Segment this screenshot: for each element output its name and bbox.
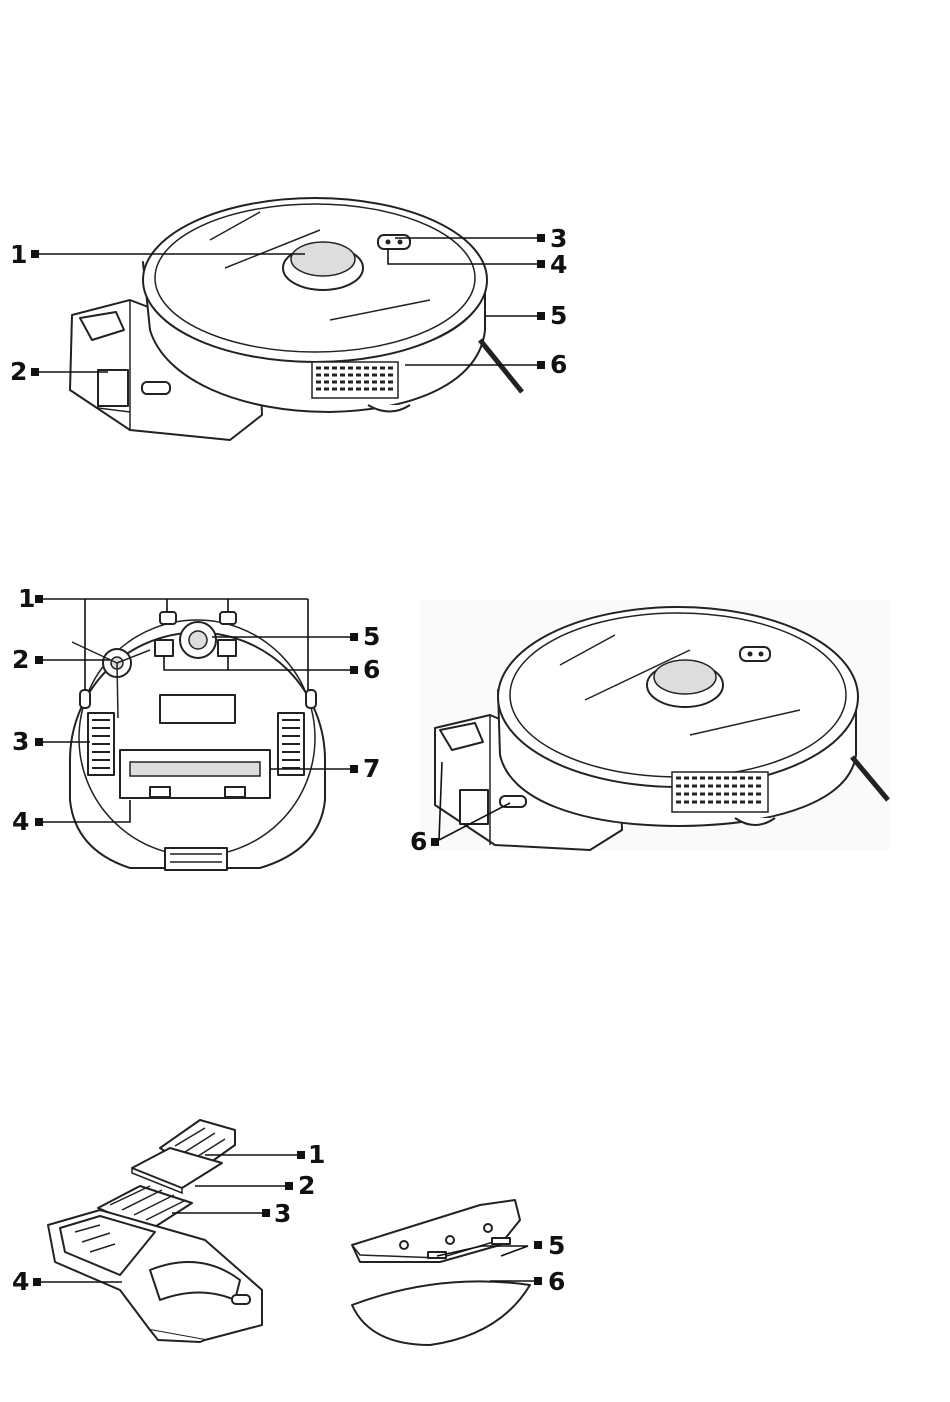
fig2-label-7: 7	[363, 754, 380, 783]
fig2-label-1: 1	[18, 584, 35, 613]
fig2-label-4: 4	[12, 807, 29, 836]
figure-2-robot-bottom	[70, 612, 325, 870]
figure-4-dustbin-filters	[48, 1120, 262, 1342]
fig1-label-1: 1	[10, 240, 27, 269]
fig2-label-6: 6	[363, 655, 380, 684]
fig1-label-6: 6	[550, 350, 567, 379]
fig2-label-2: 2	[12, 645, 29, 674]
fig4-label-3: 3	[274, 1199, 291, 1228]
fig4-label-1: 1	[308, 1140, 325, 1169]
fig2-label-3: 3	[12, 727, 29, 756]
fig3-label-6: 6	[410, 827, 427, 856]
fig5-label-6: 6	[548, 1267, 565, 1296]
fig1-label-4: 4	[550, 250, 567, 279]
figure-1-robot-perspective	[70, 198, 522, 440]
fig4-label-2: 2	[298, 1171, 315, 1200]
fig1-label-2: 2	[10, 357, 27, 386]
figure-5-mop-plate	[352, 1200, 530, 1345]
fig5-label-5: 5	[548, 1231, 565, 1260]
fig1-label-3: 3	[550, 224, 567, 253]
fig1-label-5: 5	[550, 301, 567, 330]
fig4-label-4: 4	[12, 1267, 29, 1296]
fig2-label-5: 5	[363, 622, 380, 651]
